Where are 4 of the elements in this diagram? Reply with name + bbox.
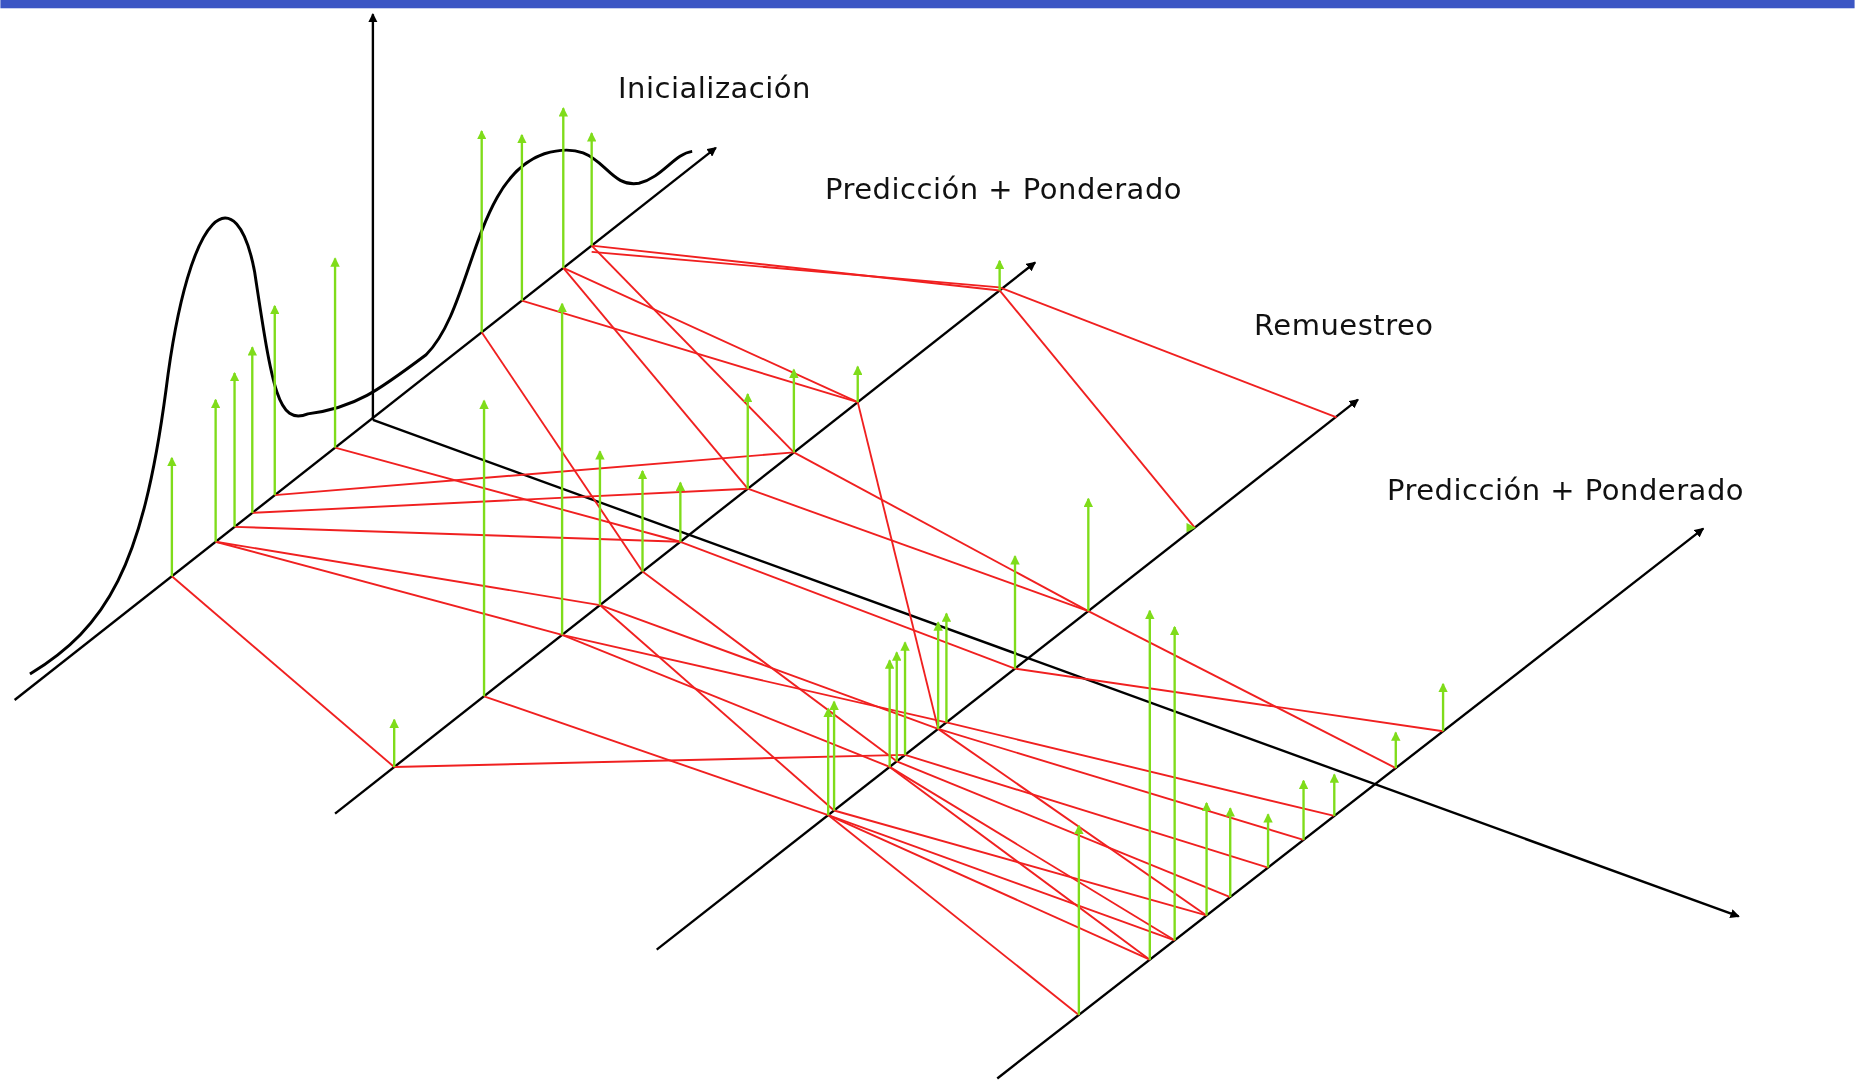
stage-label: Predicción + Ponderado	[1387, 473, 1745, 507]
stage-label: Inicialización	[618, 71, 811, 105]
stage-label: Predicción + Ponderado	[825, 172, 1183, 206]
stage-label: Remuestreo	[1254, 308, 1434, 342]
